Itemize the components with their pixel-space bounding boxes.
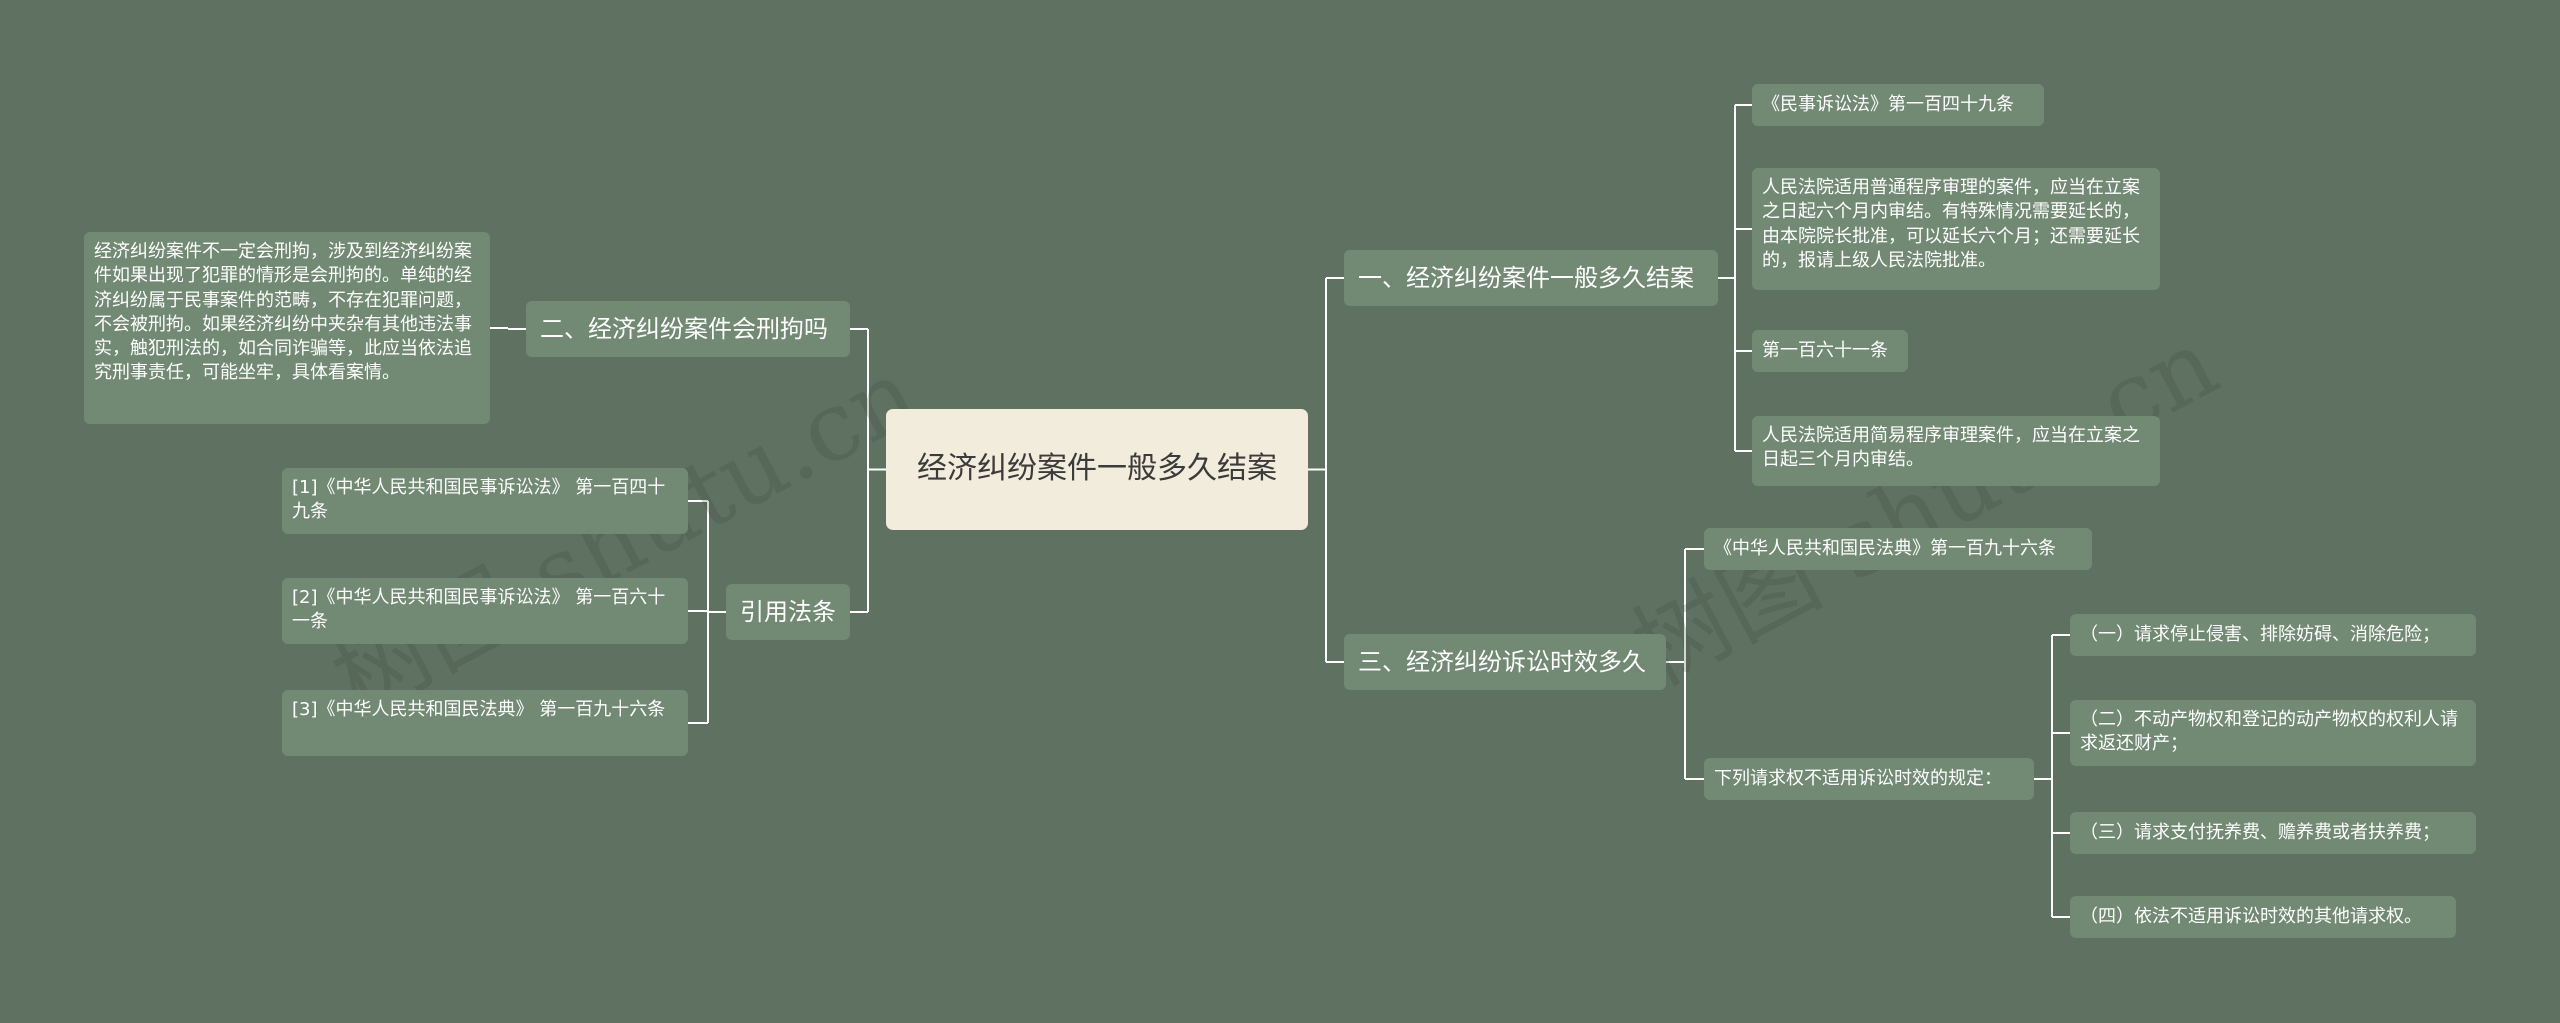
b4-leaf-3[interactable]: [3]《中华人民共和国民法典》 第一百九十六条 bbox=[282, 690, 688, 756]
b1-leaf-4[interactable]: 人民法院适用简易程序审理案件，应当在立案之日起三个月内审结。 bbox=[1752, 416, 2160, 486]
branch-3-topic[interactable]: 三、经济纠纷诉讼时效多久 bbox=[1344, 634, 1666, 690]
b3-leaf-1[interactable]: 《中华人民共和国民法典》第一百九十六条 bbox=[1704, 528, 2092, 570]
b3-sub-1[interactable]: （一）请求停止侵害、排除妨碍、消除危险； bbox=[2070, 614, 2476, 656]
b1-leaf-1[interactable]: 《民事诉讼法》第一百四十九条 bbox=[1752, 84, 2044, 126]
b4-leaf-1[interactable]: [1]《中华人民共和国民事诉讼法》 第一百四十九条 bbox=[282, 468, 688, 534]
b1-leaf-3[interactable]: 第一百六十一条 bbox=[1752, 330, 1908, 372]
branch-4-topic[interactable]: 引用法条 bbox=[726, 584, 850, 640]
branch-1-topic[interactable]: 一、经济纠纷案件一般多久结案 bbox=[1344, 250, 1718, 306]
b3-leaf-2[interactable]: 下列请求权不适用诉讼时效的规定： bbox=[1704, 758, 2034, 800]
b1-leaf-2[interactable]: 人民法院适用普通程序审理的案件，应当在立案之日起六个月内审结。有特殊情况需要延长… bbox=[1752, 168, 2160, 290]
b3-sub-4[interactable]: （四）依法不适用诉讼时效的其他请求权。 bbox=[2070, 896, 2456, 938]
root-topic[interactable]: 经济纠纷案件一般多久结案 bbox=[886, 409, 1308, 530]
b3-sub-2[interactable]: （二）不动产物权和登记的动产物权的权利人请求返还财产； bbox=[2070, 700, 2476, 766]
branch-2-topic[interactable]: 二、经济纠纷案件会刑拘吗 bbox=[526, 301, 850, 357]
b4-leaf-2[interactable]: [2]《中华人民共和国民事诉讼法》 第一百六十一条 bbox=[282, 578, 688, 644]
b3-sub-3[interactable]: （三）请求支付抚养费、赡养费或者扶养费； bbox=[2070, 812, 2476, 854]
b2-leaf-1[interactable]: 经济纠纷案件不一定会刑拘，涉及到经济纠纷案件如果出现了犯罪的情形是会刑拘的。单纯… bbox=[84, 232, 490, 424]
